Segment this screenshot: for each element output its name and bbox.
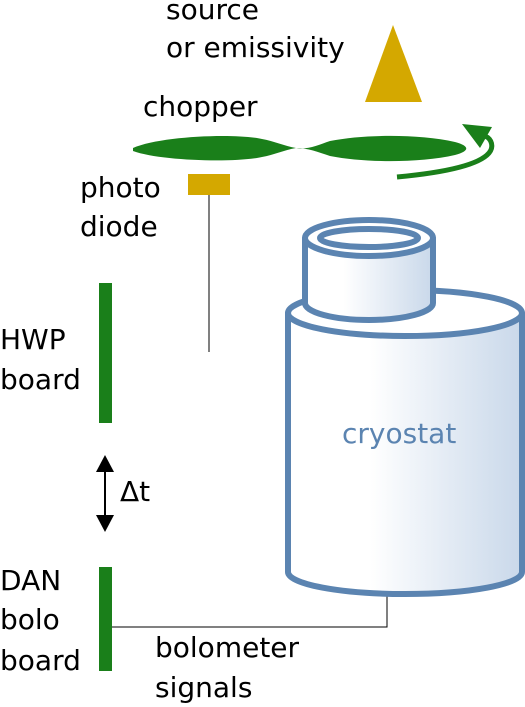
cryostat-label: cryostat <box>342 417 457 450</box>
photodiode-label: photo <box>80 171 161 204</box>
chopper-arrowhead <box>462 124 492 148</box>
hwp-label: HWP <box>0 323 66 356</box>
bolometer-wire <box>112 592 388 628</box>
delta-t-arrowhead-down <box>96 515 114 532</box>
delta-t-label: Δt <box>120 475 151 508</box>
hwp-board <box>99 283 112 423</box>
source-label: source <box>166 0 259 26</box>
dan-label-line3: board <box>0 644 81 677</box>
photodiode <box>188 174 230 195</box>
bolometer-label: bolometer <box>155 631 300 664</box>
delta-t-arrowhead-up <box>96 455 114 472</box>
chopper-label: chopper <box>143 90 258 123</box>
dan-label-line2: bolo <box>0 603 60 636</box>
cryostat-neck-opening <box>317 226 421 250</box>
chopper-rotation-arrow <box>396 133 495 180</box>
dan-bolo-board <box>99 567 112 671</box>
cryostat-neck <box>302 235 436 323</box>
bolometer-label-line2: signals <box>155 671 253 704</box>
cryostat <box>285 217 525 597</box>
dan-label: DAN <box>0 564 62 597</box>
chopper-blade <box>133 135 467 162</box>
source-triangle <box>365 25 422 102</box>
photodiode-label-line2: diode <box>80 210 158 243</box>
hwp-label-line2: board <box>0 363 81 396</box>
cryostat-body <box>285 310 525 597</box>
source-label-line2: or emissivity <box>166 31 345 64</box>
